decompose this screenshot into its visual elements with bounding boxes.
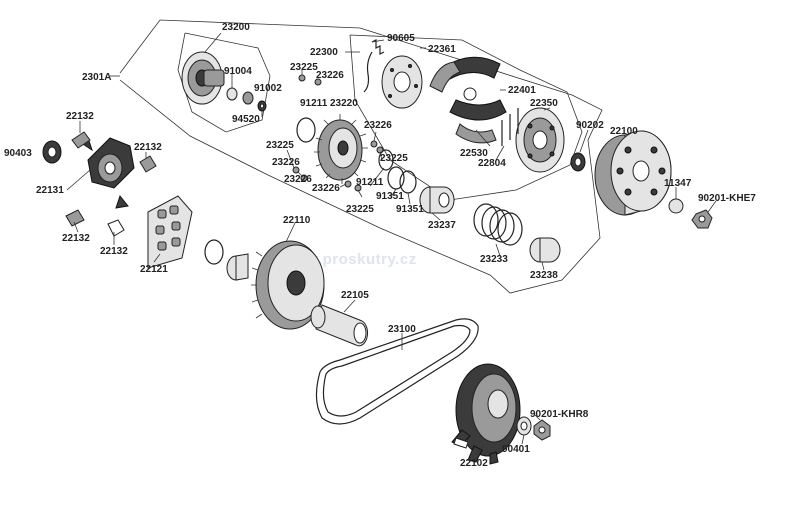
slider-22132-d bbox=[107, 219, 125, 237]
label-22105: 22105 bbox=[341, 290, 369, 301]
clutch-plate-22361 bbox=[381, 55, 423, 109]
washer-91004 bbox=[226, 87, 238, 101]
o-ring-91211-b bbox=[378, 149, 394, 171]
roller-set-22121 bbox=[147, 195, 193, 269]
label-91002: 91002 bbox=[254, 83, 282, 94]
label-22132-a: 22132 bbox=[66, 111, 94, 122]
seals-91351 bbox=[387, 166, 417, 194]
label-22110: 22110 bbox=[283, 215, 311, 226]
label-22102: 22102 bbox=[460, 458, 488, 469]
label-22100: 22100 bbox=[610, 126, 638, 137]
label-91351-a: 91351 bbox=[376, 191, 404, 202]
sleeve-22105 bbox=[310, 304, 369, 347]
label-23226-a: 23226 bbox=[316, 70, 344, 81]
label-23225-a: 23225 bbox=[290, 62, 318, 73]
label-22132-c: 22132 bbox=[62, 233, 90, 244]
label-90605: 90605 bbox=[387, 33, 415, 44]
ramp-plate-22131 bbox=[79, 137, 135, 209]
fan-face-22102 bbox=[451, 363, 521, 465]
label-23225-b: 23225 bbox=[266, 140, 294, 151]
slider-22132-a bbox=[71, 131, 91, 149]
clutch-carrier-22350 bbox=[515, 107, 565, 173]
washer-90401 bbox=[516, 416, 532, 436]
label-94520: 94520 bbox=[232, 114, 260, 125]
driven-face-23220 bbox=[314, 114, 368, 184]
label-90401: 90401 bbox=[502, 444, 530, 455]
label-23226-b: 23226 bbox=[272, 157, 300, 168]
assembly-outline-2301a bbox=[119, 19, 603, 294]
label-23238: 23238 bbox=[530, 270, 558, 281]
label-22350: 22350 bbox=[530, 98, 558, 109]
label-90201-khr8: 90201-KHR8 bbox=[530, 409, 589, 420]
pins-22804 bbox=[501, 108, 519, 146]
label-90202: 90202 bbox=[576, 120, 604, 131]
nut-90201-khr8 bbox=[533, 419, 551, 441]
washer-94520 bbox=[257, 100, 267, 112]
label-23220: 23220 bbox=[330, 98, 358, 109]
washer-90403 bbox=[42, 140, 62, 164]
label-23100: 23100 bbox=[388, 324, 416, 335]
label-90201-khe7: 90201-KHE7 bbox=[698, 193, 756, 204]
slider-22132-c bbox=[65, 209, 85, 227]
label-23226-e: 23226 bbox=[312, 183, 340, 194]
label-90403: 90403 bbox=[4, 148, 32, 159]
spring-23233 bbox=[473, 203, 523, 246]
clutch-shoes-22530 bbox=[429, 56, 507, 144]
label-22131: 22131 bbox=[36, 185, 64, 196]
o-ring-91211-a bbox=[296, 117, 316, 143]
label-23225-c: 23225 bbox=[380, 153, 408, 164]
label-22804: 22804 bbox=[478, 158, 506, 169]
collar-23237 bbox=[419, 186, 455, 214]
label-22121: 22121 bbox=[140, 264, 168, 275]
nut-91002 bbox=[242, 91, 254, 105]
label-22401: 22401 bbox=[508, 85, 536, 96]
clutch-bell-22100 bbox=[594, 130, 672, 216]
label-22132-d: 22132 bbox=[100, 246, 128, 257]
label-23233: 23233 bbox=[480, 254, 508, 265]
label-91004: 91004 bbox=[224, 66, 252, 77]
label-91211-a: 91211 bbox=[300, 98, 328, 109]
nut-90201-khe7 bbox=[691, 209, 713, 229]
drive-belt-23100 bbox=[315, 318, 479, 425]
bushing-23238 bbox=[529, 237, 561, 263]
slider-22132-b bbox=[139, 155, 157, 173]
label-11347: 11347 bbox=[664, 178, 692, 189]
label-22361: 22361 bbox=[428, 44, 456, 55]
label-23237: 23237 bbox=[428, 220, 456, 231]
outline-22300 bbox=[349, 34, 583, 201]
outline-23200 bbox=[177, 32, 271, 133]
label-22132-b: 22132 bbox=[134, 142, 162, 153]
label-91351-b: 91351 bbox=[396, 204, 424, 215]
bearing-90202 bbox=[570, 152, 586, 172]
label-2301a: 2301A bbox=[82, 72, 111, 83]
label-91211-b: 91211 bbox=[356, 177, 384, 188]
spacer-11347 bbox=[668, 198, 684, 214]
part-labels: 23200 2301A 91004 91002 94520 22300 9060… bbox=[4, 22, 756, 469]
drive-plate-23200 bbox=[181, 51, 225, 105]
spring-90605 bbox=[363, 39, 385, 93]
label-23226-d: 23226 bbox=[364, 120, 392, 131]
label-23200: 23200 bbox=[222, 22, 250, 33]
label-23225-d: 23225 bbox=[346, 204, 374, 215]
label-23226-c: 23226 bbox=[284, 174, 312, 185]
label-22530: 22530 bbox=[460, 148, 488, 159]
movable-face-22110 bbox=[204, 239, 325, 330]
leader-lines bbox=[43, 32, 717, 455]
label-22300: 22300 bbox=[310, 47, 338, 58]
